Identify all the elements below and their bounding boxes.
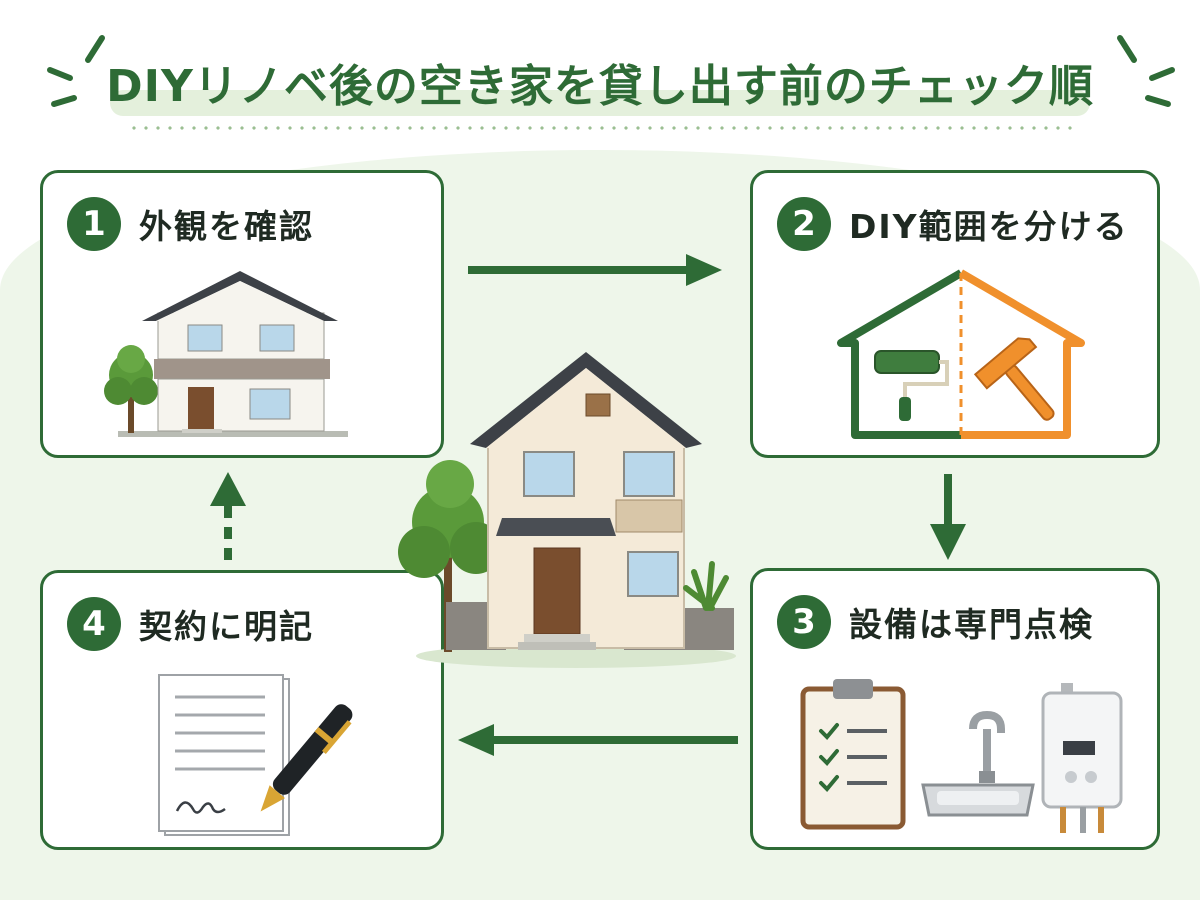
step-header-1: 1 外観を確認: [67, 197, 314, 251]
step-number-badge: 2: [777, 197, 831, 251]
arrow-1-to-2: [468, 254, 722, 286]
arrow-2-to-3: [930, 474, 966, 560]
water-heater-icon: [1041, 683, 1123, 833]
arrow-3-to-4: [458, 724, 738, 756]
central-house-illustration: [398, 352, 736, 668]
dashed-arrow-4-to-1: [210, 472, 246, 560]
checklist-clipboard-icon: [800, 679, 906, 830]
step-card-3: 3 設備は専門点検: [750, 568, 1160, 850]
step-label: 外観を確認: [139, 207, 314, 246]
step-label: DIY範囲を分ける: [849, 207, 1129, 246]
hammer-icon: [973, 337, 1055, 421]
step-card-4: 4 契約に明記: [40, 570, 444, 850]
step-header-2: 2 DIY範囲を分ける: [777, 197, 1129, 251]
sparkle-right-icon: [1117, 35, 1175, 107]
step-header-3: 3 設備は専門点検: [777, 595, 1094, 649]
equipment-inspection-icons: [800, 679, 1123, 833]
pen-icon: [260, 704, 353, 812]
title-highlight: [110, 90, 1090, 116]
step-number-badge: 4: [67, 597, 121, 651]
house-exterior-icon: [104, 271, 348, 437]
sparkle-left-icon: [47, 35, 105, 107]
step-number-badge: 1: [67, 197, 121, 251]
step-label: 設備は専門点検: [849, 605, 1094, 644]
signed-contract-icon: [158, 674, 353, 836]
title-area: DIYリノベ後の空き家を貸し出す前のチェック順: [0, 28, 1200, 138]
diy-split-house-icon: [837, 269, 1085, 439]
title-dotted-divider: [128, 126, 1072, 130]
step-number-badge: 3: [777, 595, 831, 649]
step-label: 契約に明記: [139, 607, 314, 646]
step-card-1: 1 外観を確認: [40, 170, 444, 458]
faucet-sink-icon: [921, 710, 1035, 817]
step-header-4: 4 契約に明記: [67, 597, 314, 651]
step-card-2: 2 DIY範囲を分ける: [750, 170, 1160, 458]
page-title: DIYリノベ後の空き家を貸し出す前のチェック順: [106, 61, 1094, 112]
paint-roller-icon: [874, 350, 949, 421]
